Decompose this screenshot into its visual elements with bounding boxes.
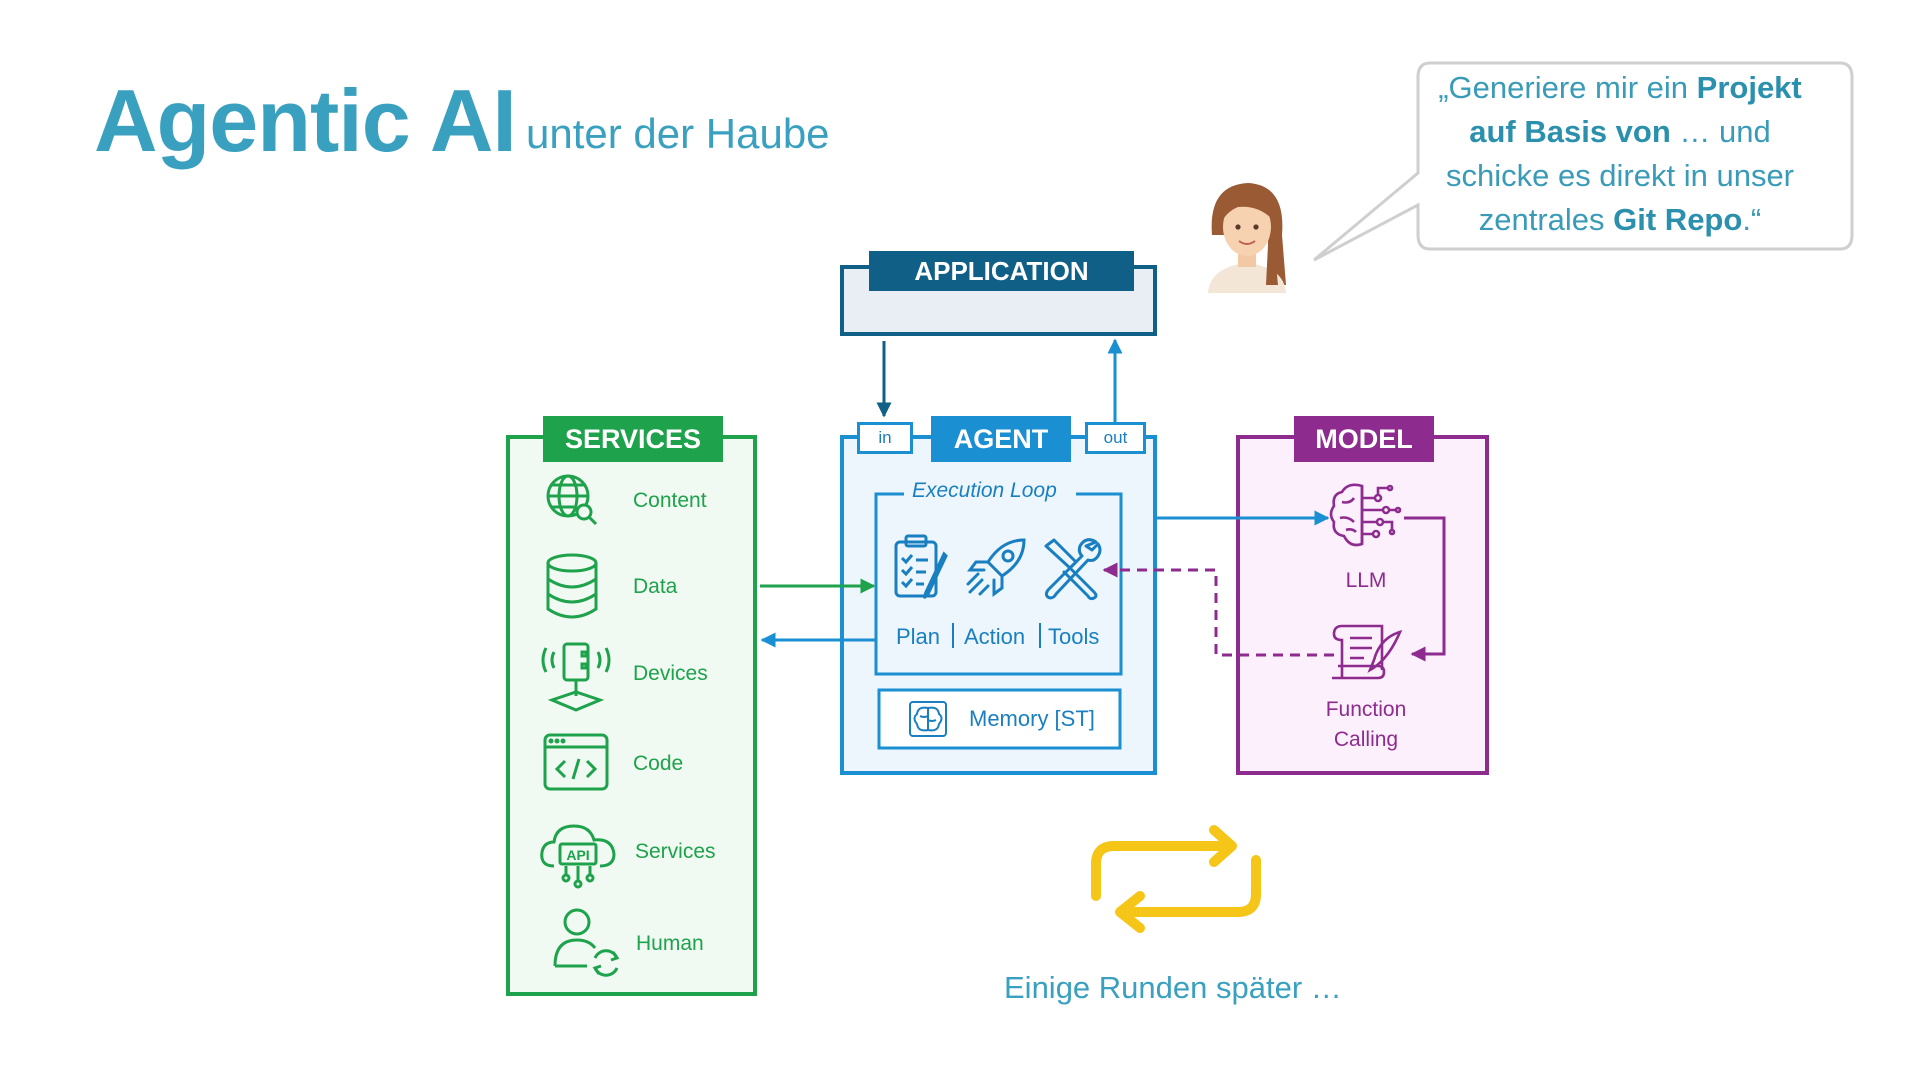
service-item-data: Data [633,575,678,598]
database-icon [546,553,598,619]
function-calling-label: Function Calling [1325,698,1407,751]
page-title: Agentic AI [94,71,517,170]
plan-label: Plan [896,624,941,649]
llm-label: LLM [1345,569,1387,592]
repeat-loop-icon [1091,825,1261,933]
rocket-action-icon [966,538,1026,597]
services-header: SERVICES [543,416,723,462]
action-label: Action [964,624,1026,649]
memory-brain-icon [909,701,947,737]
agent-out-tag: out [1085,422,1146,454]
avatar-woman-icon [1208,183,1286,293]
function-scroll-icon [1332,624,1403,680]
execution-loop-label: Execution Loop [912,479,1057,502]
service-item-devices: Devices [633,662,708,685]
device-icon [541,642,611,712]
footer-text: Einige Runden später … [1004,970,1342,1005]
service-item-human: Human [636,932,704,955]
tools-icon [1044,538,1102,601]
globe-search-icon [546,474,598,526]
model-header: MODEL [1294,416,1434,462]
service-item-services: Services [635,840,716,863]
svg-text:API: API [566,847,589,863]
service-item-content: Content [633,489,707,512]
service-item-code: Code [633,752,684,775]
agent-header: AGENT [931,416,1071,462]
function-to-tools-arrow [1102,562,1334,657]
memory-box [877,688,1122,750]
api-cloud-icon: API [540,824,616,889]
tools-label: Tools [1048,624,1100,649]
services-box [506,435,757,996]
application-header: APPLICATION [869,251,1134,291]
llm-to-function-arrow [1404,516,1446,662]
code-window-icon [543,733,609,791]
llm-brain-icon [1329,483,1402,547]
person-sync-icon [553,908,620,977]
clipboard-plan-icon [894,534,948,600]
agent-in-tag: in [857,422,913,454]
speech-text: „Generiere mir ein Projekt auf Basis von… [1438,70,1802,237]
speech-bubble [1313,61,1854,262]
execution-loop-box [874,492,1123,676]
page-subtitle: unter der Haube [526,110,830,157]
memory-label: Memory [ST] [969,706,1095,731]
